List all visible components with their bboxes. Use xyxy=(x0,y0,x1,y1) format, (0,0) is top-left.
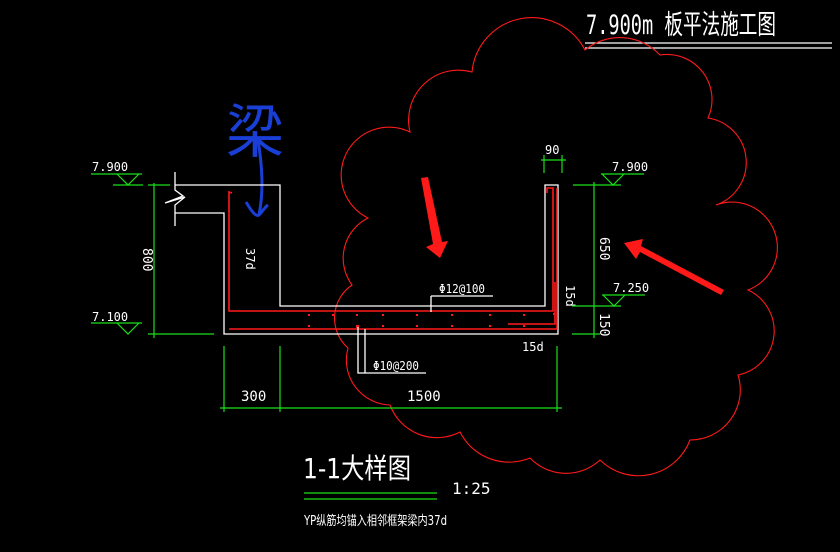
bottom-bar-label: Φ10@200 xyxy=(373,359,419,373)
bottom-rebar xyxy=(229,188,558,330)
top-wall-dim: 90 xyxy=(545,143,559,157)
top-rebar xyxy=(228,187,554,312)
top-bar-label: Φ12@100 xyxy=(439,282,485,296)
elevation-marker-icon xyxy=(601,173,644,186)
sheet-title: 7.900m 板平法施工图 xyxy=(586,10,776,41)
right-lower-dim: 150 xyxy=(596,313,611,336)
elevation-left-bottom: 7.100 xyxy=(92,310,128,324)
markup-arrow-icon xyxy=(421,177,448,258)
elevation-right-mid: 7.250 xyxy=(613,281,649,295)
detail-title: 1-1大样图 xyxy=(303,452,411,485)
anchor-right-vertical-label: 15d xyxy=(563,285,577,307)
slab-outline xyxy=(175,184,559,335)
anchor-right-bottom-label: 15d xyxy=(522,340,544,354)
left-height-dim: 800 xyxy=(139,248,154,271)
right-upper-dim: 650 xyxy=(596,237,611,260)
handwritten-beam-label: 梁 xyxy=(226,98,284,166)
elevation-left-top: 7.900 xyxy=(92,160,128,174)
bottom-left-dim: 300 xyxy=(241,389,266,405)
elevation-marker-icon xyxy=(91,322,142,335)
elevation-marker-icon xyxy=(91,173,143,186)
bottom-span-dim: 1500 xyxy=(407,389,441,405)
revision-cloud xyxy=(334,17,778,477)
break-line xyxy=(164,172,186,226)
leader-line xyxy=(357,327,426,374)
handwritten-arrow-icon xyxy=(244,139,269,217)
elevation-right-top: 7.900 xyxy=(612,160,648,174)
detail-note: YP纵筋均锚入相邻框架梁内37d xyxy=(303,513,447,529)
bottom-anchor-rebar xyxy=(508,282,556,325)
elevation-marker-icon xyxy=(602,294,645,307)
detail-scale: 1:25 xyxy=(452,479,491,498)
anchor-left-label: 37d xyxy=(243,248,257,270)
markup-arrow-icon xyxy=(624,239,724,295)
distribution-bars xyxy=(308,313,555,328)
